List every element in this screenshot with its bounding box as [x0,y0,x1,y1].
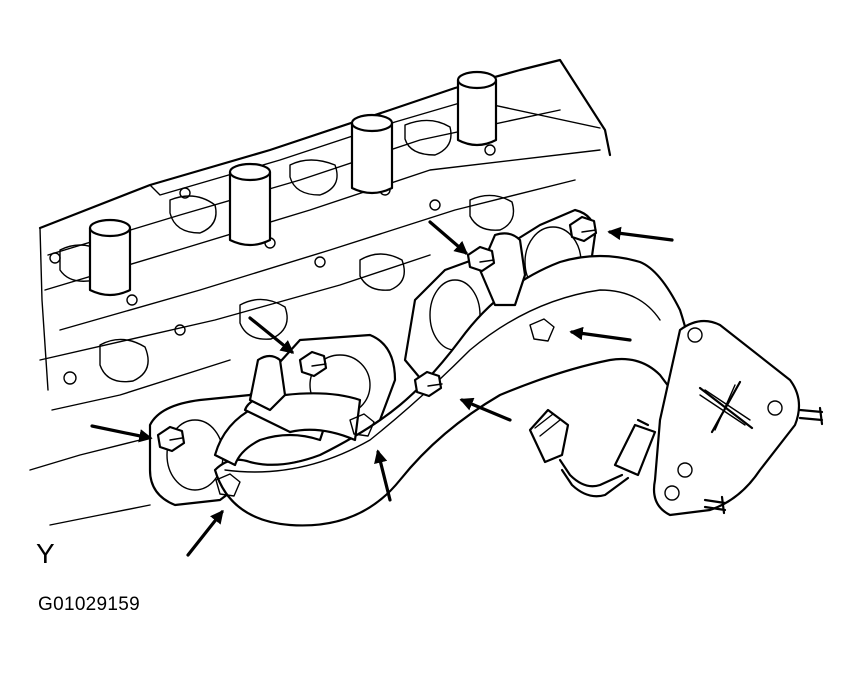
spark-plug-tube-3 [350,113,394,195]
exhaust-manifold [148,208,824,527]
view-label: Y [36,538,55,569]
spark-plug-tube-4 [456,70,498,147]
left-bracket [248,354,287,412]
spark-plug-tube-2 [228,162,272,247]
arrow-center-left-nut [459,397,512,422]
arrow-left-stud-nut [248,316,295,354]
oxygen-sensor [528,408,657,498]
arrow-lower-center-bolt [374,449,392,502]
cylinder-head [29,58,612,526]
callout-arrows [90,220,674,557]
manifold-nuts [156,215,598,497]
spark-plug-tube-1 [88,218,132,297]
collector-tube [213,254,702,527]
arrow-left-flange-nut [90,424,153,443]
outlet-flange [652,319,801,517]
figure-id: G01029159 [38,594,141,615]
arrow-center-nut [569,326,632,342]
arrow-upper-right-nut [607,226,674,242]
arrow-lower-left-bolt [186,509,224,557]
arrow-upper-center-nut [428,220,469,255]
